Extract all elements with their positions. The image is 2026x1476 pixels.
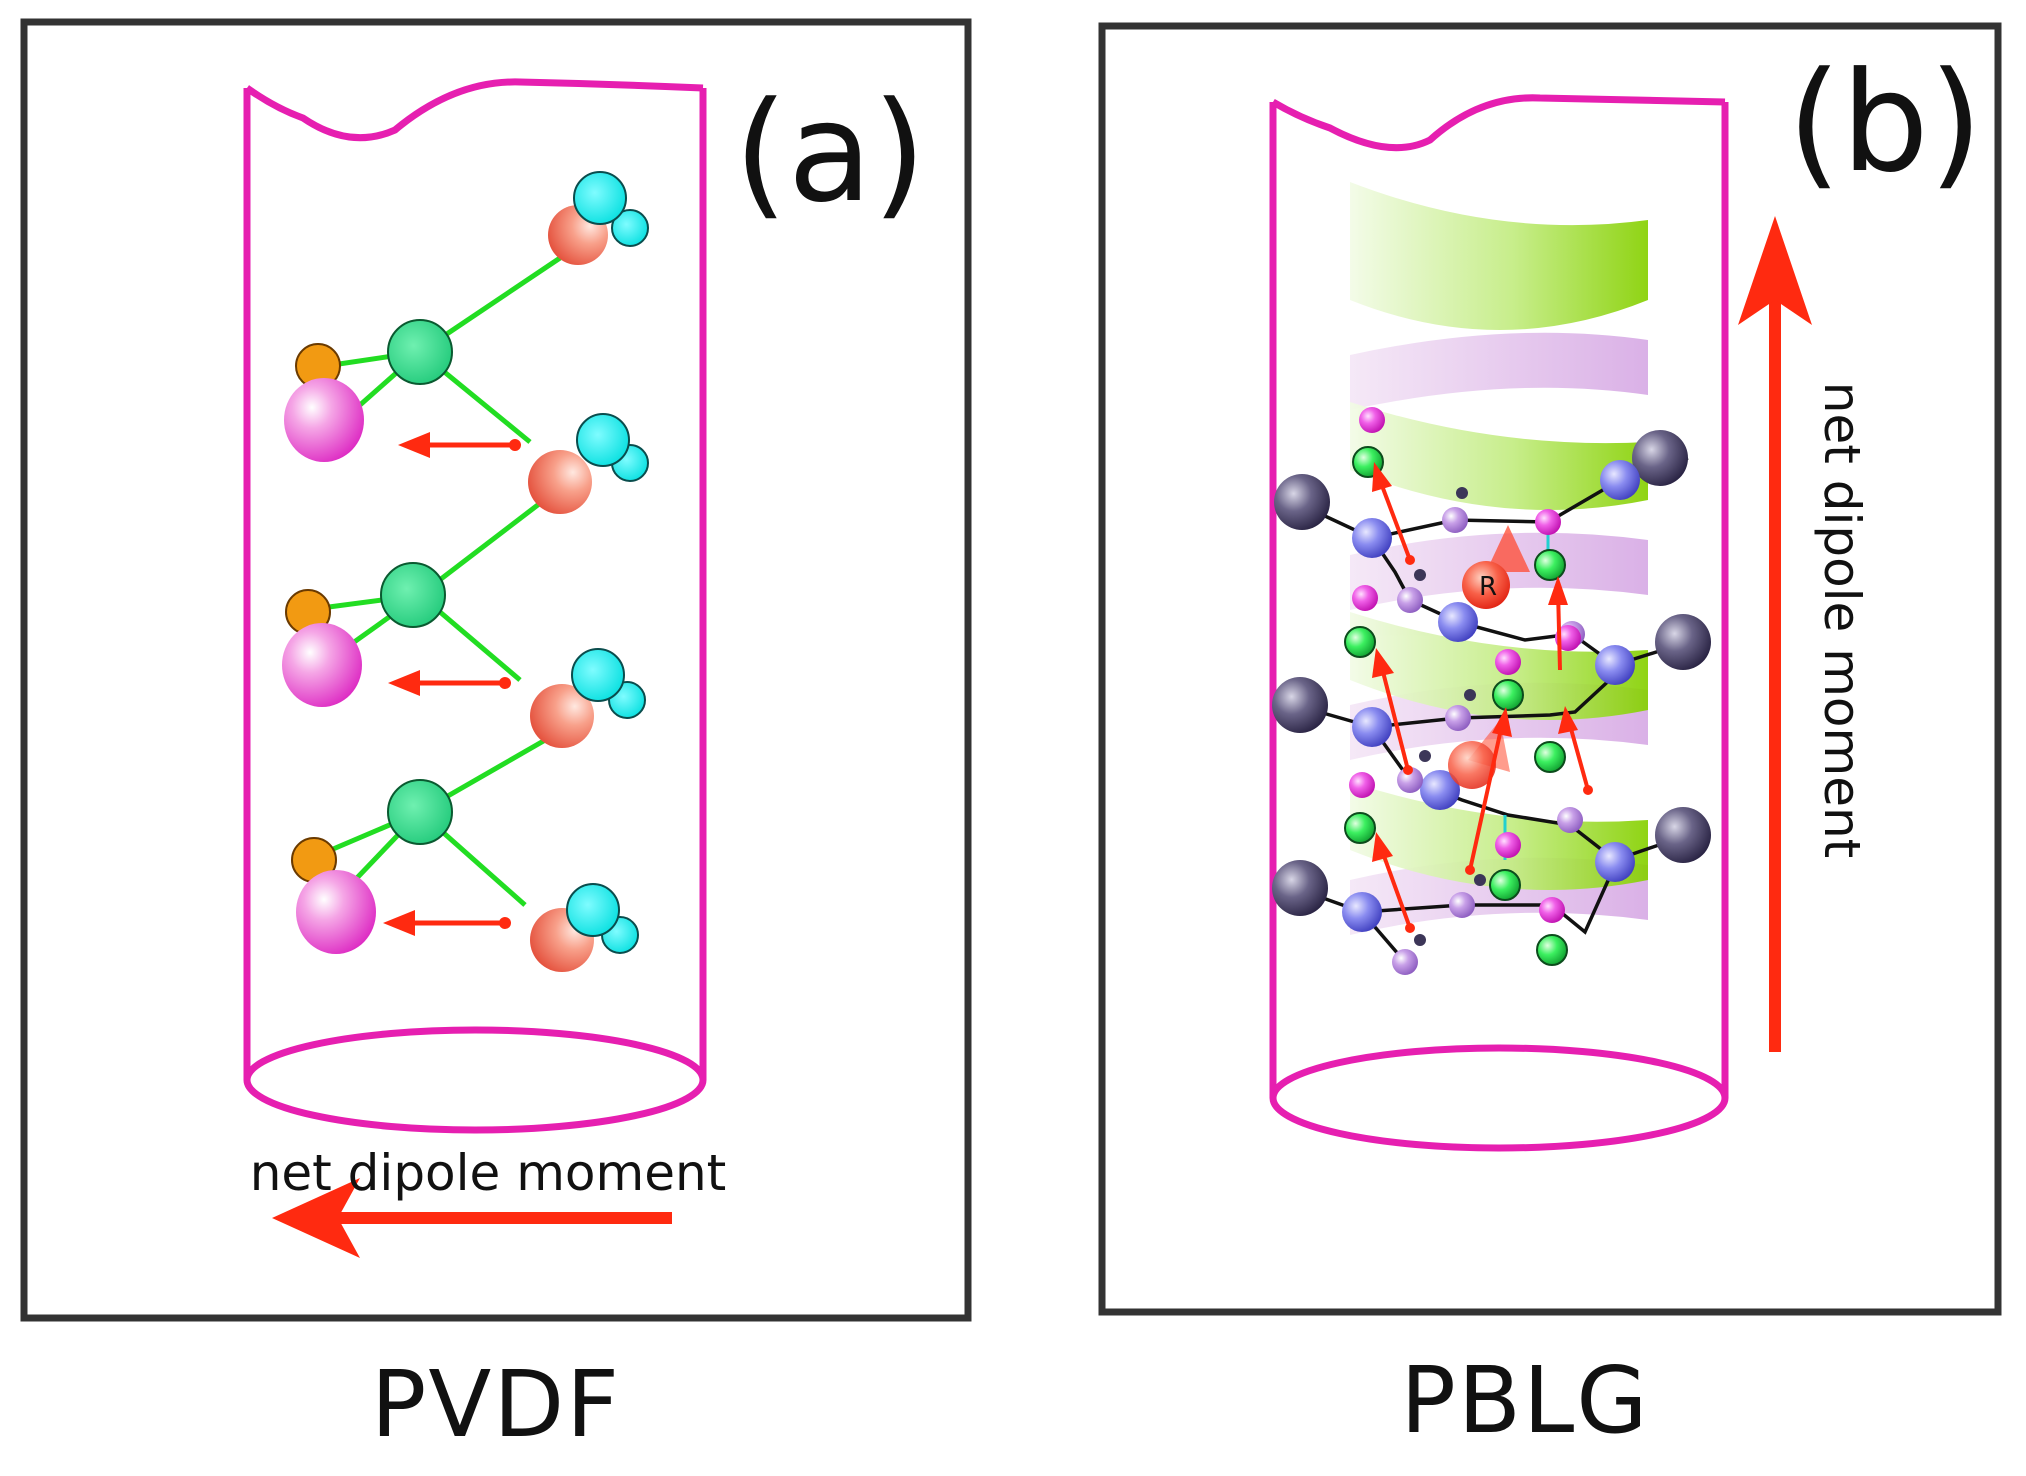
side-atom [1272, 860, 1328, 916]
panel-b-arrow-label: net dipole moment [1813, 382, 1871, 859]
panel-b-label: (b) [1787, 42, 1982, 203]
fluorine-atom [571, 648, 625, 702]
side-group-label: R [1479, 572, 1497, 602]
carbon-atom [530, 684, 594, 748]
panel-a-arrow-label: net dipole moment [250, 1144, 727, 1202]
fluorine-atom [573, 171, 627, 225]
pvdf-unit-2 [282, 413, 649, 707]
pvdf-unit-4 [530, 883, 639, 972]
panel-a: net dipole moment (a) PVDF [20, 18, 972, 1458]
panel-b-net-dipole-arrow [1738, 216, 1812, 1052]
side-atom [1632, 430, 1688, 486]
carbon-atom [387, 779, 453, 845]
carbon-atom [387, 319, 453, 385]
side-atom [1272, 677, 1328, 733]
side-atom [1655, 807, 1711, 863]
small-h-atoms [1414, 487, 1486, 946]
panel-a-local-dipoles [383, 432, 521, 936]
panel-b-local-dipoles [1372, 462, 1593, 933]
side-atoms [1272, 430, 1711, 916]
fluorine-atom [566, 883, 620, 937]
hydrogen-atom [282, 623, 362, 707]
oxygen-atoms [1344, 446, 1568, 966]
pvdf-unit-3 [291, 648, 646, 954]
panel-b: R net dipole [1098, 22, 2002, 1454]
pvdf-unit-1 [284, 171, 649, 462]
panel-a-tube [243, 78, 707, 1134]
side-atom [1655, 614, 1711, 670]
carbon-atom [528, 450, 592, 514]
panel-a-frame [20, 18, 972, 1322]
panel-a-caption: PVDF [371, 1351, 621, 1458]
nitrogen-atoms [1342, 460, 1640, 932]
carbon-atom [380, 562, 446, 628]
panel-a-label: (a) [734, 72, 926, 233]
panel-a-net-dipole-arrow [272, 1178, 672, 1258]
side-atom [1274, 474, 1330, 530]
fluorine-atom [576, 413, 630, 467]
fluorine-atom [611, 209, 649, 247]
carbonyl-carbon-atoms [1349, 407, 1581, 923]
panel-b-tube [1269, 94, 1729, 1152]
hydrogen-atom [296, 870, 376, 954]
hydrogen-atom [284, 378, 364, 462]
panel-b-caption: PBLG [1400, 1347, 1649, 1454]
